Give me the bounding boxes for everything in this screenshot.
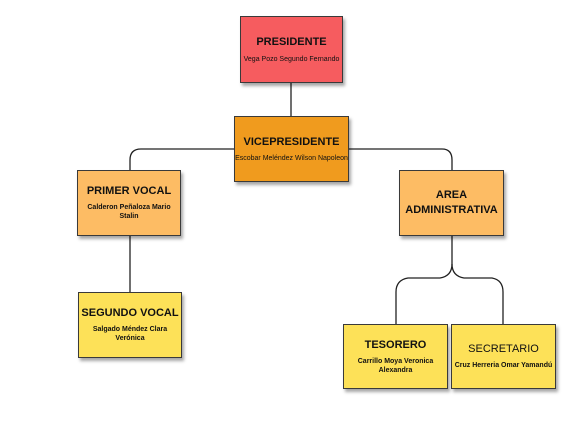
node-title: SEGUNDO VOCAL — [81, 307, 179, 319]
node-person-name: Cruz Herreria Omar Yamandú — [454, 362, 553, 369]
node-person-name: Carrillo Moya Veronica Alexandra — [357, 357, 434, 374]
node-title: TESORERO — [364, 338, 427, 351]
node-title: PRIMER VOCAL — [86, 185, 172, 197]
node-title: SECRETARIO — [468, 343, 539, 355]
node-person-name: Vega Pozo Segundo Fernando — [243, 55, 340, 63]
node-person-name: Salgado Méndez Clara Verónica — [92, 326, 168, 342]
connector-area-secretario — [451, 263, 504, 324]
node-secretario: SECRETARIO Cruz Herreria Omar Yamandú — [451, 324, 556, 389]
node-segundo-vocal: SEGUNDO VOCAL Salgado Méndez Clara Verón… — [78, 292, 182, 358]
connector-area-trunk — [395, 236, 453, 324]
node-area-administrativa: AREA ADMINISTRATIVA — [399, 170, 504, 236]
node-primer-vocal: PRIMER VOCAL Calderon Peñaloza Mario Sta… — [77, 170, 181, 236]
node-tesorero: TESORERO Carrillo Moya Veronica Alexandr… — [343, 324, 448, 389]
node-person-name: Calderon Peñaloza Mario Stalin — [87, 204, 171, 220]
connector-vicepresidente-primer-vocal — [129, 148, 234, 170]
node-vicepresidente: VICEPRESIDENTE Escobar Meléndez Wilson N… — [234, 116, 349, 182]
node-title: VICEPRESIDENTE — [243, 135, 340, 148]
connector-vicepresidente-area — [349, 148, 453, 170]
node-title: PRESIDENTE — [256, 35, 327, 48]
node-title: AREA ADMINISTRATIVA — [405, 189, 498, 216]
node-person-name: Escobar Meléndez Wilson Napoleon — [235, 154, 348, 162]
node-presidente: PRESIDENTE Vega Pozo Segundo Fernando — [240, 16, 343, 83]
